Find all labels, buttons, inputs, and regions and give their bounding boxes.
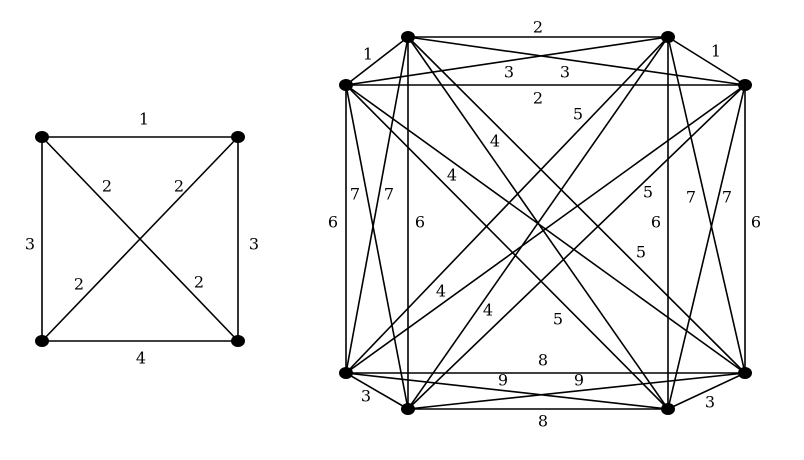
edge-weight-label: 1 (711, 42, 721, 61)
edge-weight-label: 7 (722, 188, 732, 207)
node-E (339, 367, 353, 379)
edge-weight-label: 4 (447, 166, 457, 185)
edge-B-G (345, 84, 669, 410)
edge-weight-label: 2 (194, 273, 204, 292)
edge-D-F (407, 84, 746, 410)
node-F (401, 403, 415, 415)
node-B (339, 79, 353, 91)
edge-weight-label: 3 (560, 63, 570, 82)
edge-weight-label: 6 (328, 213, 338, 232)
edge-A-B (345, 36, 409, 86)
edge-B-F (345, 84, 409, 410)
edge-B-C (345, 36, 669, 86)
edge-weight-label: 2 (533, 18, 543, 37)
edge-weight-label: 5 (553, 310, 563, 329)
edge-weight-label: 4 (490, 132, 500, 151)
edge-weight-label: 9 (498, 371, 508, 390)
edge-weight-label: 3 (705, 393, 715, 412)
node-C (661, 31, 675, 43)
edge-D-G (667, 84, 746, 410)
edge-E-G (345, 372, 669, 410)
node-A (401, 31, 415, 43)
edge-weight-label: 4 (436, 282, 446, 301)
edge-weight-label: 5 (636, 243, 646, 262)
edge-weight-label: 8 (538, 351, 548, 370)
edge-G-H (667, 372, 746, 410)
edge-weight-label: 5 (573, 105, 583, 124)
edge-b-c (41, 136, 239, 342)
edge-A-E (345, 36, 409, 374)
edge-weight-label: 5 (643, 183, 653, 202)
node-d (231, 335, 245, 347)
node-G (661, 403, 675, 415)
edge-weight-label: 4 (483, 301, 493, 320)
edge-weight-label: 2 (533, 89, 543, 108)
k8-edges (345, 36, 746, 410)
edge-weight-label: 6 (751, 213, 761, 232)
edge-weight-label: 3 (504, 63, 514, 82)
edge-C-H (667, 36, 746, 374)
k8-nodes (339, 31, 752, 415)
edge-C-F (407, 36, 669, 410)
edge-A-D (407, 36, 746, 86)
edge-weight-label: 1 (139, 110, 149, 129)
edge-weight-label: 4 (136, 349, 146, 368)
edge-weight-label: 6 (651, 213, 661, 232)
edge-weight-label: 7 (686, 188, 696, 207)
k4-graph: 1 3 3 4 2 2 2 2 (25, 110, 259, 368)
node-D (738, 79, 752, 91)
edge-weight-label: 1 (363, 45, 373, 64)
edge-weight-label: 7 (384, 185, 394, 204)
k4-edges (41, 136, 239, 342)
edge-D-E (345, 84, 746, 374)
node-a (35, 131, 49, 143)
edge-weight-label: 7 (350, 185, 360, 204)
k4-edge-weights: 1 3 3 4 2 2 2 2 (25, 110, 259, 368)
edge-F-H (407, 372, 746, 410)
node-H (738, 367, 752, 379)
edge-weight-label: 2 (174, 177, 184, 196)
node-c (35, 335, 49, 347)
edge-weight-label: 2 (102, 177, 112, 196)
edge-C-D (667, 36, 746, 86)
edge-weight-label: 8 (538, 412, 548, 431)
edge-C-E (345, 36, 669, 374)
edge-weight-label: 3 (361, 387, 371, 406)
edge-weight-label: 3 (249, 235, 259, 254)
edge-weight-label: 9 (574, 371, 584, 390)
edge-weight-label: 2 (74, 275, 84, 294)
node-b (231, 131, 245, 143)
edge-weight-label: 3 (25, 235, 35, 254)
edge-E-F (345, 372, 409, 410)
edge-weight-label: 6 (415, 213, 425, 232)
edge-A-H (407, 36, 746, 374)
k4-nodes (35, 131, 245, 347)
